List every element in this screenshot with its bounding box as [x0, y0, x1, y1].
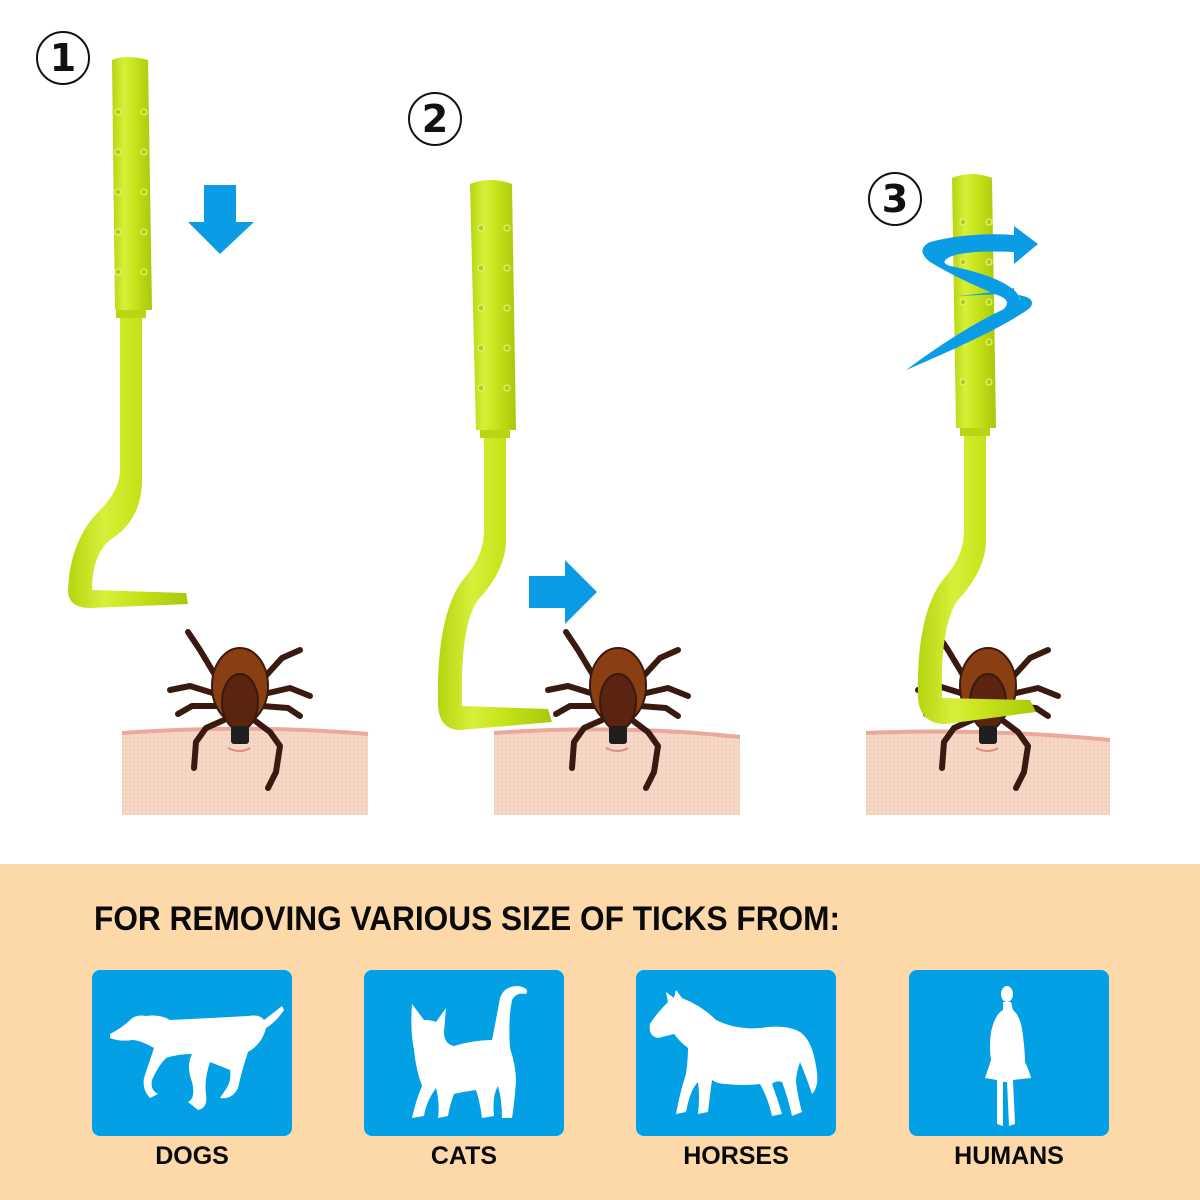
step-1-illustration: [68, 57, 369, 815]
target-dogs: DOGS: [92, 970, 292, 1170]
tick-removal-steps-illustration: [68, 57, 1111, 815]
human-silhouette-icon: [909, 970, 1109, 1136]
target-label-dogs: DOGS: [155, 1142, 229, 1170]
target-horses: HORSES: [636, 970, 836, 1170]
usage-headline: FOR REMOVING VARIOUS SIZE OF TICKS FROM:: [94, 900, 841, 938]
target-label-cats: CATS: [430, 1142, 498, 1170]
target-cats: CATS: [364, 970, 564, 1170]
twist-arrow-icon: [906, 288, 1032, 370]
step-3-number-badge: 3: [868, 172, 922, 226]
step-2-number-badge: 2: [408, 92, 462, 146]
dog-silhouette-icon: [92, 970, 292, 1136]
target-label-horses: HORSES: [683, 1142, 789, 1170]
target-label-humans: HUMANS: [954, 1142, 1064, 1170]
step-1-number-badge: 1: [36, 31, 90, 85]
horse-silhouette-icon: [636, 970, 836, 1136]
step-3-illustration: [865, 174, 1111, 815]
target-humans: HUMANS: [909, 970, 1109, 1170]
cat-silhouette-icon: [364, 970, 564, 1136]
right-arrow-icon: [529, 560, 597, 624]
down-arrow-icon: [188, 185, 254, 254]
step-2-illustration: [437, 180, 741, 815]
